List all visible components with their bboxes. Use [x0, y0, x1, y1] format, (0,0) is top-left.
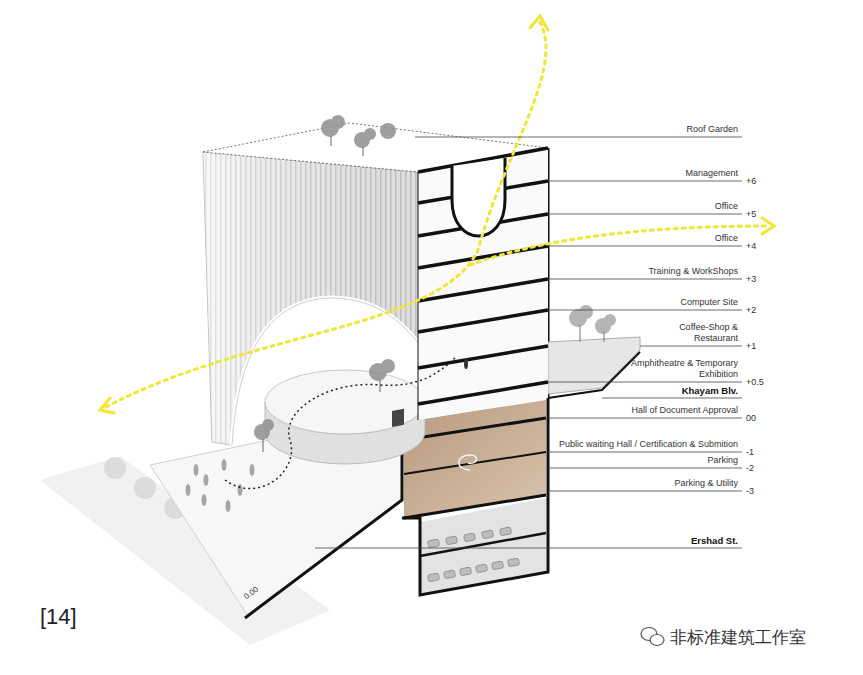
watermark-icon	[641, 628, 664, 646]
level-label: Parking & Utility	[674, 478, 738, 489]
leader-lines	[315, 137, 742, 548]
level-label: Public waiting Hall / Certification & Su…	[559, 439, 738, 450]
level-label: Training & WorkShops	[648, 266, 738, 277]
level-label: Office	[715, 233, 738, 244]
level-number: +1	[746, 341, 756, 352]
watermark: 非标准建筑工作室	[670, 626, 806, 648]
level-number: +2	[746, 305, 756, 316]
level-label: Coffee-Shop & Restaurant	[648, 322, 738, 344]
people	[186, 359, 469, 512]
tower-facade	[203, 152, 420, 445]
elevation-dimension: 0.00	[242, 585, 260, 602]
level-label: Computer Site	[680, 297, 738, 308]
level-number: +4	[746, 241, 756, 252]
level-number: +5	[746, 209, 756, 220]
level-number: 00	[746, 413, 756, 424]
circulation-path	[225, 358, 455, 489]
street-terrace	[548, 305, 640, 398]
level-number: -3	[746, 486, 754, 497]
level-number: +0.5	[746, 377, 764, 388]
level-label: Amphitheatre & Temporary Exhibition	[613, 358, 738, 380]
tower-section	[418, 148, 548, 420]
level-number: +6	[746, 176, 756, 187]
level-number: +3	[746, 274, 756, 285]
flow-arrows	[100, 16, 774, 413]
level-label: Office	[715, 201, 738, 212]
street-name: Khayam Blv.	[682, 385, 738, 396]
level-number: -2	[746, 463, 754, 474]
level-number: -1	[746, 447, 754, 458]
level-label: Parking	[707, 455, 738, 466]
figure-number: [14]	[40, 604, 77, 630]
trees	[254, 115, 396, 440]
level-label: Roof Garden	[686, 124, 738, 135]
street-name: Ershad St.	[691, 535, 738, 546]
level-label: Hall of Document Approval	[631, 405, 738, 416]
level-label: Management	[685, 168, 738, 179]
